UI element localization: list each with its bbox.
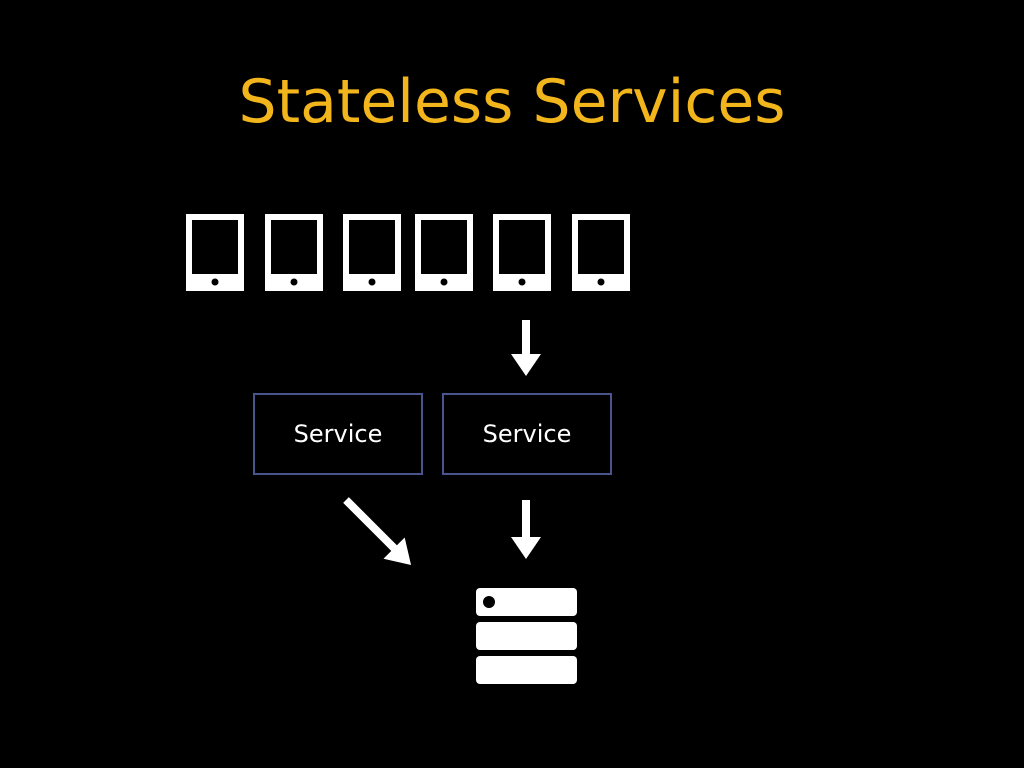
tablet-icon [343, 214, 401, 291]
service-box: Service [442, 393, 612, 475]
tablet-icon [493, 214, 551, 291]
service-label: Service [482, 420, 572, 448]
clients-row [186, 214, 630, 291]
service-label: Service [293, 420, 383, 448]
arrow-down-icon [511, 320, 541, 376]
service-box: Service [253, 393, 423, 475]
slide-title: Stateless Services [238, 67, 786, 137]
tablet-icon [265, 214, 323, 291]
arrow-down-icon [511, 500, 541, 559]
tablet-icon [186, 214, 244, 291]
arrow-diagonal-icon [343, 497, 412, 566]
tablet-icon [572, 214, 630, 291]
database-server-icon [476, 588, 577, 684]
tablet-icon [415, 214, 473, 291]
